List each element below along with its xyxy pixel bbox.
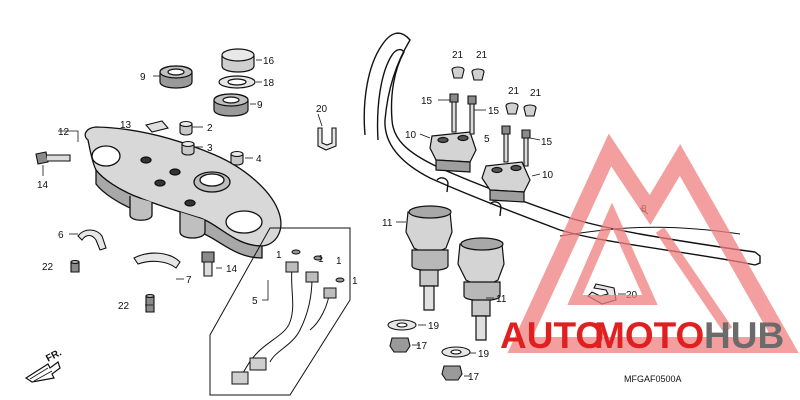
watermark-part3: HUB	[704, 315, 784, 356]
watermark-text: AUTO MOTO HUB	[500, 315, 784, 356]
lower-holder-11-left	[405, 205, 453, 311]
plate-13	[145, 120, 169, 133]
bolt-14-left	[35, 151, 71, 165]
label-9-lower: 9	[257, 100, 263, 111]
label-17-right: 17	[468, 372, 480, 383]
label-15c: 15	[541, 137, 553, 148]
label-19-left: 19	[428, 321, 440, 332]
label-15a: 15	[421, 96, 433, 107]
label-1b: 1	[318, 254, 324, 265]
caps-21	[451, 66, 537, 117]
label-22-left: 22	[42, 262, 54, 273]
watermark-logo-icon	[507, 133, 799, 353]
label-10-right: 10	[542, 170, 554, 181]
clip-20-upper	[317, 127, 337, 151]
diagram-code: MFGAF0500A	[624, 374, 682, 384]
bolt-22-left	[70, 259, 80, 273]
label-14-left: 14	[37, 180, 49, 191]
upper-holder-10-left	[429, 131, 477, 173]
grommets	[179, 120, 244, 166]
label-5-harness: 5	[252, 296, 258, 307]
bolt-22-lower	[145, 293, 155, 313]
label-9-upper: 9	[140, 72, 146, 83]
label-13: 13	[120, 120, 132, 131]
label-20-upper: 20	[316, 104, 328, 115]
bolt-14-lower	[201, 251, 215, 277]
label-10-left: 10	[405, 130, 417, 141]
label-5b: 5	[484, 134, 490, 145]
cap-16	[221, 48, 255, 73]
label-4: 4	[256, 154, 262, 165]
label-2: 2	[207, 123, 213, 134]
label-16: 16	[263, 56, 275, 67]
upper-holder-10-right	[481, 161, 531, 203]
label-21a: 21	[452, 50, 464, 61]
clip-7	[133, 252, 181, 269]
label-1a: 1	[276, 250, 282, 261]
washer-18	[218, 75, 256, 89]
label-1d: 1	[352, 276, 358, 287]
front-marker-label: FR.	[44, 347, 64, 364]
washers-19	[387, 319, 471, 358]
label-11-left: 11	[382, 218, 393, 229]
nuts-17	[389, 337, 463, 381]
label-18: 18	[263, 78, 275, 89]
label-19-right: 19	[478, 349, 490, 360]
bolts-15	[449, 93, 531, 167]
seal-9-upper	[159, 65, 193, 89]
label-11-right: 11	[496, 294, 507, 305]
label-17-left: 17	[416, 341, 428, 352]
bracket-6	[77, 229, 107, 251]
top-bridge	[84, 126, 282, 259]
label-3: 3	[207, 143, 213, 154]
label-22-lower: 22	[118, 301, 130, 312]
label-21c: 21	[508, 86, 520, 97]
front-arrow-icon	[24, 361, 61, 383]
lower-holder-11-right	[457, 237, 505, 341]
label-6: 6	[58, 230, 64, 241]
label-21d: 21	[530, 88, 542, 99]
seal-9-lower	[213, 93, 249, 117]
wire-harness	[209, 227, 351, 396]
label-21b: 21	[476, 50, 488, 61]
label-15b: 15	[488, 106, 500, 117]
label-12: 12	[58, 127, 70, 138]
label-7: 7	[186, 275, 192, 286]
watermark-part2: MOTO	[594, 315, 704, 356]
watermark-part1: AUTO	[500, 315, 604, 356]
leader-lines	[42, 59, 649, 377]
label-14-lower: 14	[226, 264, 238, 275]
label-1c: 1	[336, 256, 342, 267]
